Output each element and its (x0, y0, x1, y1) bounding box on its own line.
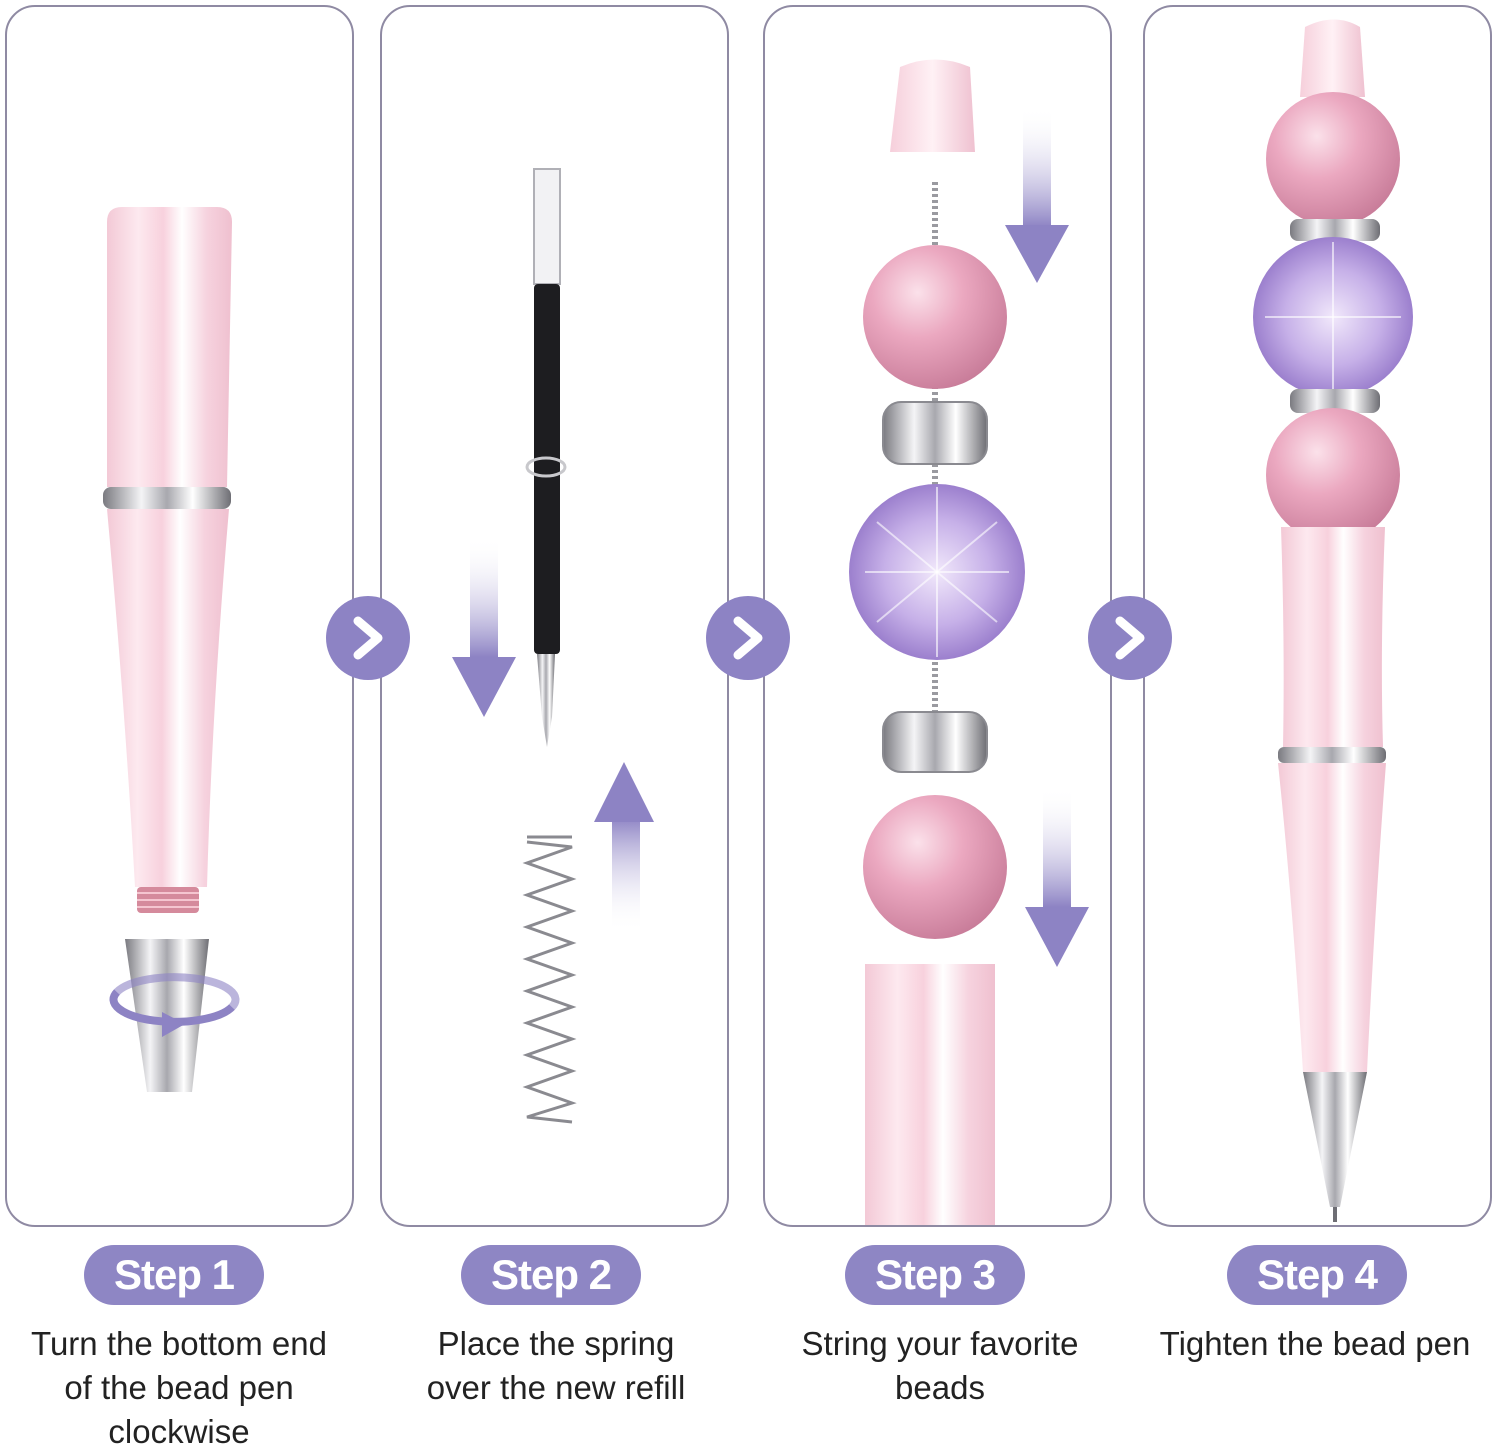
caption-line: Turn the bottom end (31, 1325, 327, 1362)
step-1-badge: Step 1 (84, 1245, 264, 1305)
step-3-caption: String your favorite beads (755, 1322, 1125, 1410)
play-triangle-icon (733, 616, 763, 660)
next-step-arrow (1088, 596, 1172, 680)
caption-line: Tighten the bead pen (1159, 1325, 1471, 1362)
beads-stringing-illustration (849, 59, 1089, 1225)
caption-line: clockwise (108, 1413, 250, 1450)
arrow-down-icon (1025, 787, 1089, 967)
caption-line: String your favorite (801, 1325, 1079, 1362)
caption-line: Place the spring (437, 1325, 675, 1362)
step-2-badge: Step 2 (461, 1245, 641, 1305)
arrow-down-icon (1005, 107, 1069, 283)
step-1-panel (5, 5, 354, 1227)
play-triangle-icon (353, 616, 383, 660)
caption-line: beads (895, 1369, 985, 1406)
step-4-badge: Step 4 (1227, 1245, 1407, 1305)
rotate-clockwise-icon (109, 973, 240, 1037)
next-step-arrow (326, 596, 410, 680)
caption-line: of the bead pen (64, 1369, 294, 1406)
step-2-panel (380, 5, 729, 1227)
pen-unscrew-illustration (103, 207, 240, 1092)
step-4-panel (1143, 5, 1492, 1227)
play-triangle-icon (1115, 616, 1145, 660)
step-4-caption: Tighten the bead pen (1130, 1322, 1500, 1366)
arrow-down-icon (452, 537, 516, 717)
step-2-caption: Place the spring over the new refill (371, 1322, 741, 1410)
arrow-up-icon (594, 762, 654, 932)
step-1-caption: Turn the bottom end of the bead pen cloc… (0, 1322, 364, 1454)
assembled-pen-illustration (1253, 19, 1413, 1222)
spring-illustration (522, 835, 577, 1124)
step-3-panel (763, 5, 1112, 1227)
caption-line: over the new refill (426, 1369, 686, 1406)
step-3-badge: Step 3 (845, 1245, 1025, 1305)
refill-spring-illustration (452, 168, 654, 1124)
next-step-arrow (706, 596, 790, 680)
